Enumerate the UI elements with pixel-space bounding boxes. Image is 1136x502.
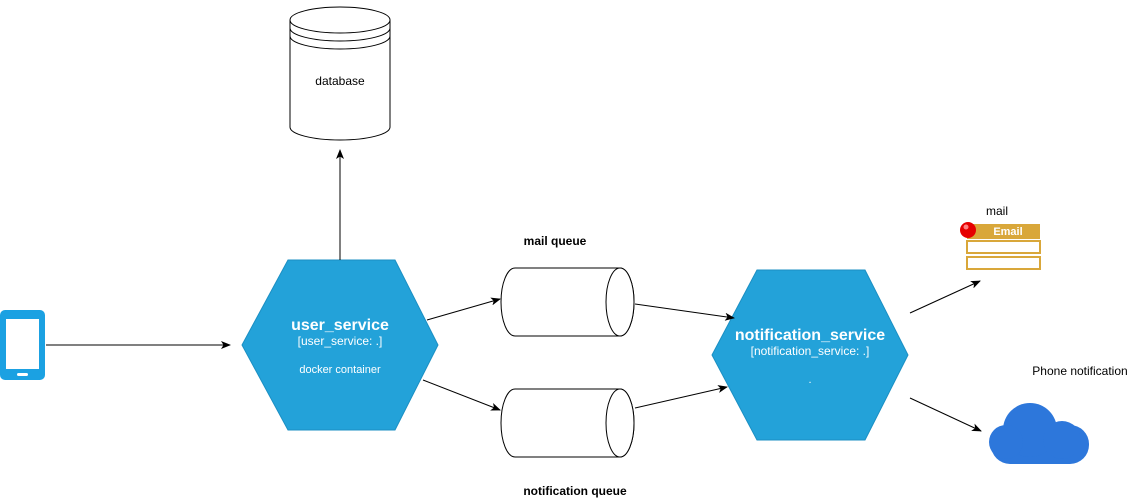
arrow-notification-queue-to-notification-service (634, 385, 728, 409)
connectors (46, 149, 982, 432)
arrow-mail-queue-to-notification-service (634, 303, 735, 321)
database-label: database (315, 74, 365, 88)
user-service-technology: [user_service: .] (298, 334, 383, 348)
email-icon: Email (960, 222, 1041, 270)
user-service-hexagon (241, 259, 439, 431)
notification-queue-node[interactable]: notification queue (500, 388, 635, 498)
user-service-node[interactable]: user_service [user_service: .] docker co… (241, 259, 439, 431)
mail-node[interactable]: mail Email (960, 204, 1041, 270)
notification-service-title: notification_service (735, 327, 885, 344)
notification-service-technology: [notification_service: .] (751, 344, 870, 358)
notification-service-description: . (808, 374, 811, 386)
notification-queue-label: notification queue (523, 484, 627, 498)
mail-queue-label: mail queue (524, 234, 587, 248)
cloud-icon (989, 403, 1089, 464)
notification-service-hexagon (711, 269, 909, 441)
database-node[interactable]: database (289, 6, 391, 141)
mail-label: mail (986, 204, 1008, 218)
user-service-title: user_service (291, 317, 389, 334)
arrow-notification-service-to-mail (909, 280, 981, 314)
phone-notification-node[interactable]: Phone notification (989, 364, 1128, 464)
arrow-notification-service-to-cloud (909, 397, 982, 432)
arrow-user-service-to-mail-queue (426, 297, 501, 321)
email-badge-text: Email (993, 226, 1022, 238)
arrow-user-service-to-notification-queue (422, 379, 501, 411)
database-cylinder-icon (289, 6, 391, 141)
notification-service-node[interactable]: notification_service [notification_servi… (711, 269, 909, 441)
mobile-phone-icon[interactable] (0, 310, 45, 380)
user-service-description: docker container (299, 364, 381, 376)
phone-notification-label: Phone notification (1032, 364, 1127, 378)
mail-queue-node[interactable]: mail queue (500, 234, 635, 337)
